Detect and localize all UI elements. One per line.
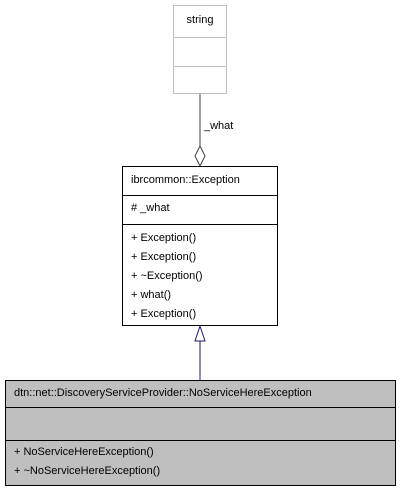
operation-what: + what() — [131, 289, 172, 301]
class-string-title: string — [186, 14, 214, 26]
class-noservicehereexception: dtn::net::DiscoveryServiceProvider::NoSe… — [5, 380, 396, 486]
operation-noservicehereexception-dtor: + ~NoServiceHereException() — [14, 465, 161, 477]
attribute-what: # _what — [131, 202, 170, 214]
operation-exception-ctor-3: + Exception() — [131, 308, 197, 320]
class-derived-attributes — [6, 407, 395, 440]
class-derived-operations: + NoServiceHereException() + ~NoServiceH… — [6, 440, 395, 481]
aggregation-diamond — [194, 144, 206, 168]
aggregation-label: _what — [204, 120, 234, 132]
operation-exception-ctor-2: + Exception() — [131, 251, 197, 263]
class-exception: ibrcommon::Exception # _what + Exception… — [122, 166, 278, 326]
class-string-operations — [174, 66, 226, 93]
class-exception-attributes: # _what — [123, 195, 277, 224]
class-string: string — [173, 5, 227, 94]
class-exception-title: ibrcommon::Exception — [131, 174, 240, 186]
operation-noservicehereexception-ctor: + NoServiceHereException() — [14, 446, 154, 458]
class-exception-operations: + Exception() + Exception() + ~Exception… — [123, 224, 277, 324]
inheritance-arrowhead — [194, 324, 206, 342]
class-derived-title: dtn::net::DiscoveryServiceProvider::NoSe… — [14, 387, 312, 399]
operation-exception-ctor-1: + Exception() — [131, 232, 197, 244]
operation-exception-dtor: + ~Exception() — [131, 270, 203, 282]
class-string-attributes — [174, 37, 226, 66]
